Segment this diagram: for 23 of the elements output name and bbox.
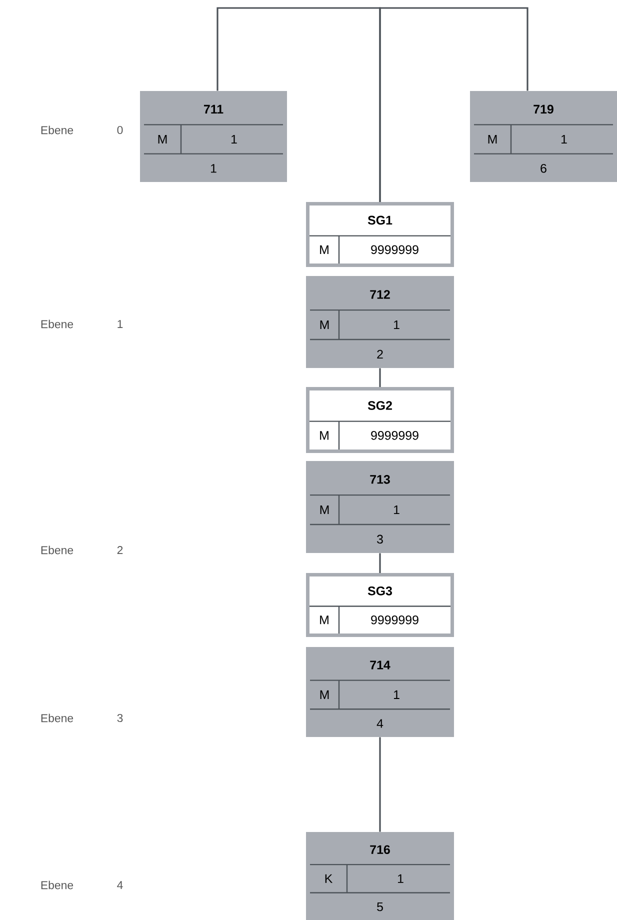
- level-label: 2: [117, 546, 123, 554]
- record-box: 711 M 1 1: [140, 91, 287, 182]
- level-label: Ebene: [41, 320, 74, 328]
- level-label: 1: [118, 320, 123, 328]
- connector-line: [379, 7, 528, 202]
- record-box: 714 M 1 4: [306, 647, 454, 737]
- connector-line: [379, 737, 381, 832]
- record-box: 713 M 1 3: [306, 461, 454, 553]
- level-label: 4: [117, 881, 123, 889]
- record-box: 719 M 1 6: [470, 91, 617, 182]
- level-label: Ebene: [41, 880, 74, 890]
- segment-box: SG2 M 9999999: [306, 387, 454, 453]
- level-label: Ebene: [41, 126, 74, 134]
- record-box: 716 K 1 5: [306, 832, 454, 920]
- segment-box: SG1 M 9999999: [306, 202, 454, 267]
- level-label: 0: [117, 126, 123, 134]
- connector-line: [379, 368, 381, 387]
- record-box: 712 M 1 2: [306, 276, 454, 368]
- level-label: 3: [117, 714, 123, 722]
- segment-box: SG3 M 9999999: [306, 573, 454, 637]
- level-label: Ebene: [41, 546, 74, 554]
- level-label: Ebene: [41, 714, 74, 722]
- connector-line: [379, 553, 381, 573]
